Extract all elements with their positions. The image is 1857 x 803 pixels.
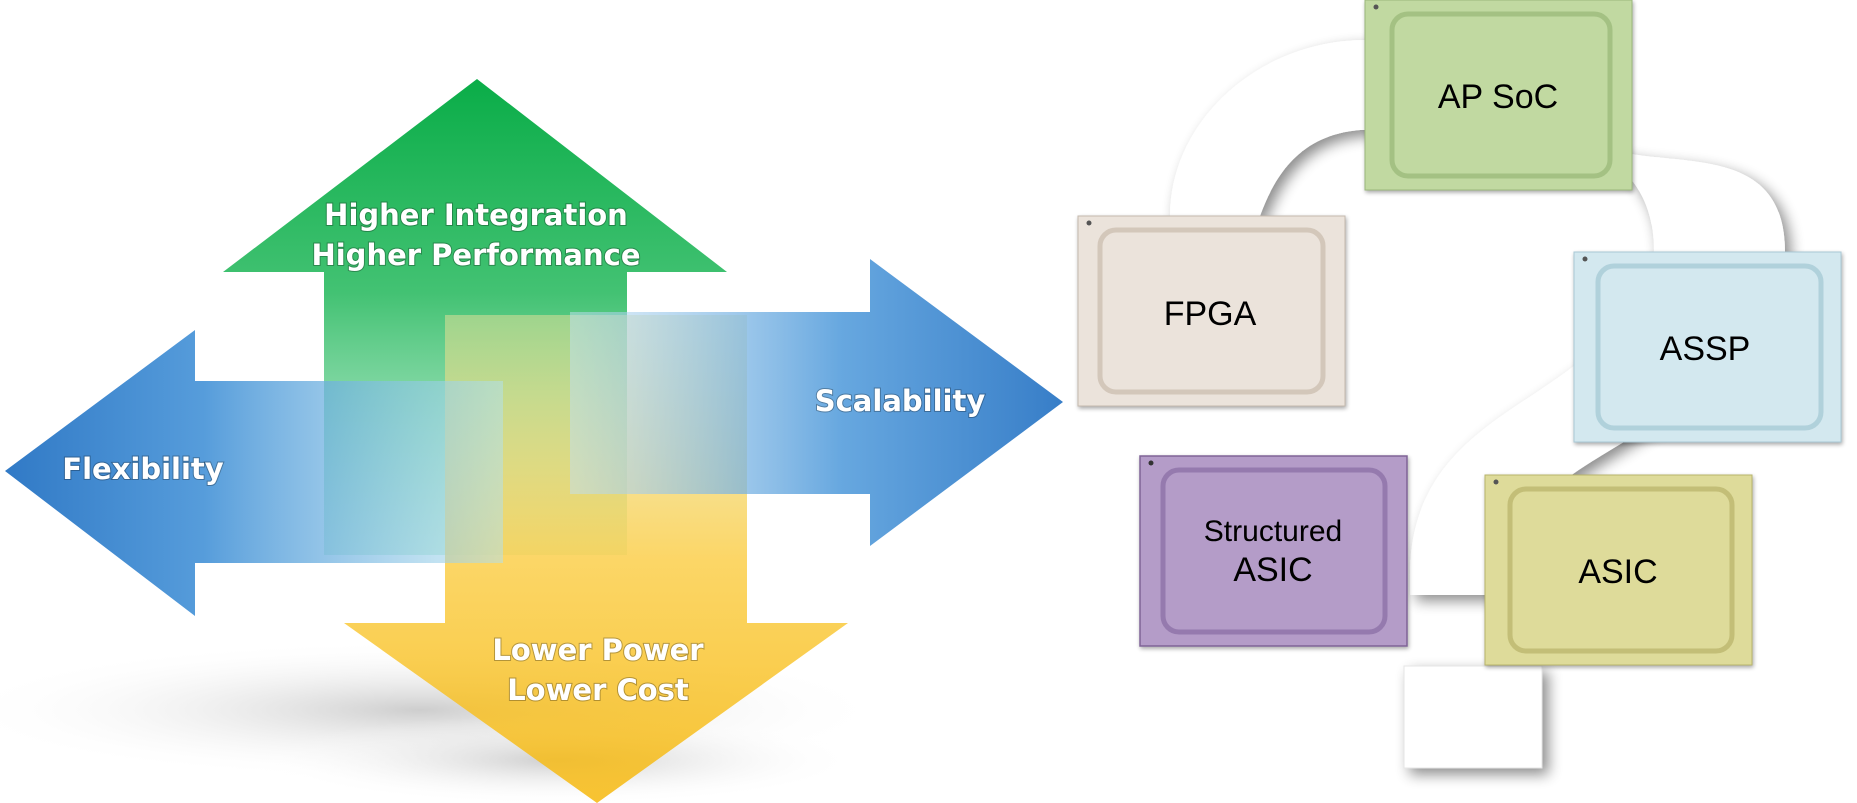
chip-label-structured-asic: ASIC	[1233, 551, 1312, 589]
down-arrow-label-line1: Lower Power	[492, 633, 704, 667]
chip-label-fpga: FPGA	[1164, 295, 1257, 333]
chip-structured-asic: Structured ASIC	[1139, 455, 1408, 647]
down-arrow-label-line2: Lower Cost	[507, 673, 689, 707]
four-way-arrow-diagram: Higher Integration Higher Performance Fl…	[0, 79, 1063, 803]
up-arrow-label-line2: Higher Performance	[311, 238, 640, 272]
chip-ap-soc: AP SoC	[1364, 0, 1633, 191]
chip-label-ap-soc: AP SoC	[1438, 78, 1558, 116]
left-arrow	[5, 330, 503, 616]
up-arrow-label-line1: Higher Integration	[324, 198, 628, 232]
chip-label-asic: ASIC	[1578, 553, 1657, 591]
chip-question-mark-diagram: AP SoC FPGA ASSP Structured ASIC ASIC	[1077, 0, 1842, 769]
chip-label-assp: ASSP	[1660, 330, 1751, 368]
chip-assp: ASSP	[1573, 251, 1842, 443]
chip-asic: ASIC	[1484, 474, 1753, 666]
right-arrow-label: Scalability	[815, 384, 986, 418]
chip-label-structured: Structured	[1204, 515, 1342, 548]
left-arrow-label: Flexibility	[62, 452, 224, 486]
question-mark-dot	[1403, 665, 1543, 769]
chip-fpga: FPGA	[1077, 215, 1346, 407]
right-arrow	[570, 259, 1063, 546]
